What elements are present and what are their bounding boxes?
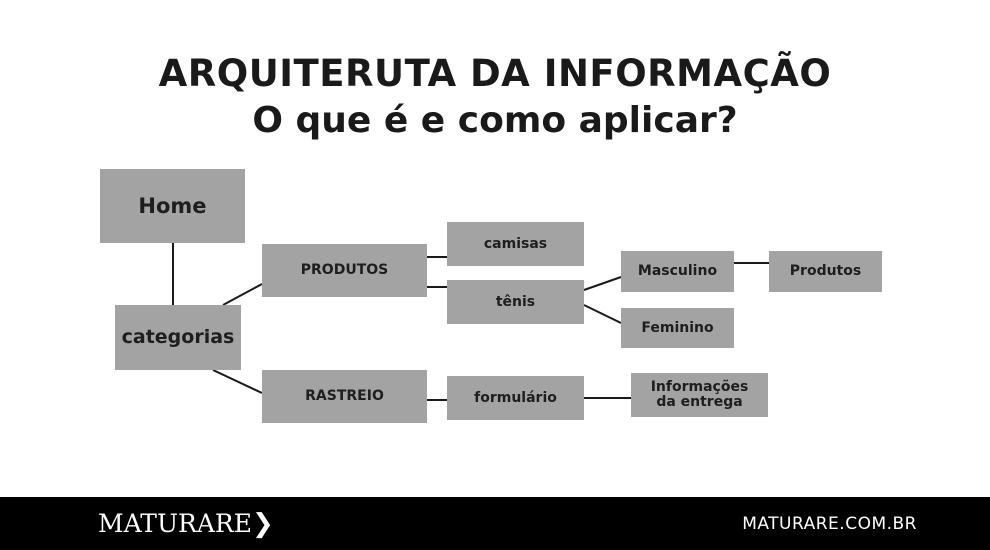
node-categorias: categorias [115, 305, 241, 370]
node-feminino: Feminino [621, 308, 734, 348]
logo-text: MATURARE [98, 509, 252, 538]
node-camisas: camisas [447, 222, 584, 266]
website-link[interactable]: MATURARE.COM.BR [742, 514, 917, 534]
footer: MATURARE❯ MATURARE.COM.BR [0, 497, 990, 550]
connector-categorias-produtos [222, 283, 263, 306]
node-produtos-masculino: Produtos [769, 251, 882, 292]
maturare-logo[interactable]: MATURARE❯ [98, 509, 274, 539]
node-produtos: PRODUTOS [262, 244, 427, 297]
node-informacoes-entrega: Informações da entrega [631, 373, 768, 417]
chevron-right-icon: ❯ [251, 509, 274, 539]
node-tenis: tênis [447, 280, 584, 324]
subtitle: O que é e como aplicar? [252, 100, 738, 141]
node-home: Home [100, 169, 245, 243]
node-masculino: Masculino [621, 251, 734, 292]
title: ARQUITERUTA DA INFORMAÇÃO [158, 52, 832, 95]
node-rastreio: RASTREIO [262, 370, 427, 423]
connector-tenis-feminino [583, 304, 622, 324]
connector-categorias-rastreio [212, 369, 263, 394]
node-formulario: formulário [447, 376, 584, 420]
connector-tenis-masculino [583, 276, 622, 291]
